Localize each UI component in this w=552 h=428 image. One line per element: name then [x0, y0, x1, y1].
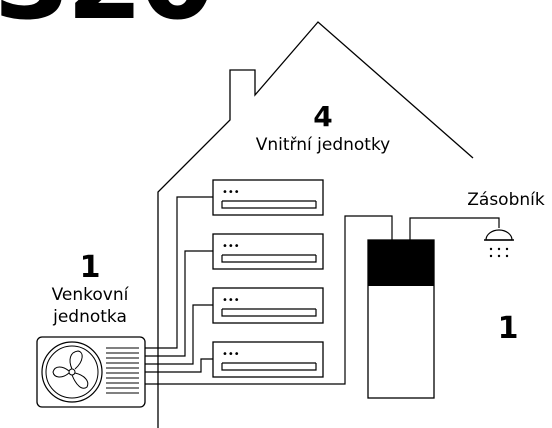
- svg-text:•••: •••: [222, 187, 240, 198]
- storage-tank: [367, 239, 435, 399]
- outdoor-label-line1: Venkovní: [52, 285, 130, 305]
- indoor-count: 4: [313, 100, 332, 133]
- shower-head-icon: [484, 229, 514, 258]
- house-outline: [157, 21, 474, 428]
- refrigerant-pipes: [145, 196, 213, 373]
- outdoor-unit: [36, 336, 146, 408]
- tank-count: 1: [498, 311, 519, 346]
- indoor-unit: •••: [212, 233, 324, 270]
- outdoor-count: 1: [80, 250, 101, 285]
- svg-text:•••: •••: [222, 241, 240, 252]
- fan-icon: [41, 341, 103, 403]
- water-pipe: [409, 217, 500, 240]
- indoor-unit: •••: [212, 341, 324, 378]
- indoor-label: Vnitřní jednotky: [256, 135, 391, 155]
- tank-pipe: [145, 215, 393, 385]
- svg-text:•••: •••: [222, 349, 240, 360]
- outdoor-label-line2: jednotka: [52, 307, 127, 327]
- svg-text:•••: •••: [222, 295, 240, 306]
- indoor-unit: •••: [212, 287, 324, 324]
- header-number: 320: [0, 0, 212, 44]
- tank-label: Zásobník: [467, 190, 545, 210]
- indoor-unit: •••: [212, 179, 324, 216]
